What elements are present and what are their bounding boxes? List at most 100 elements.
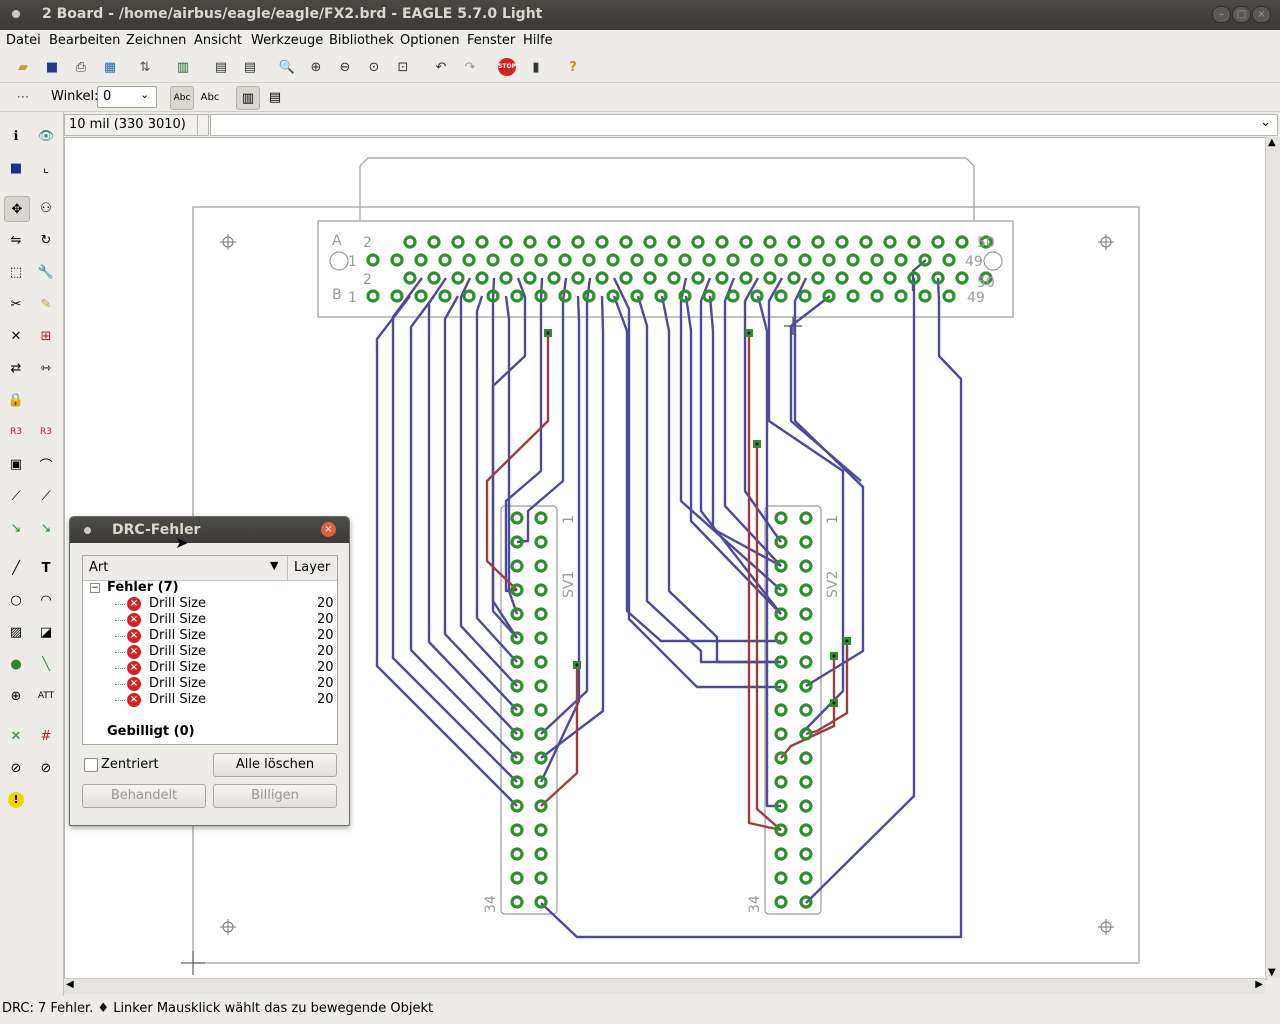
cam-processor-icon[interactable]: ▦ [103, 59, 117, 75]
scroll-up-icon[interactable]: ▲ [1268, 137, 1276, 148]
menu-ansicht[interactable]: Ansicht [194, 33, 243, 48]
display-layers-icon[interactable]: ■ [9, 160, 23, 176]
scroll-left-icon[interactable]: ◀ [66, 979, 74, 990]
text-mirror-icon[interactable]: Abc [200, 91, 220, 103]
optimize-icon[interactable]: ⟋ [41, 488, 51, 504]
scroll-down-icon[interactable]: ▼ [1268, 967, 1276, 978]
chevron-down-icon[interactable]: ⌄ [1260, 115, 1271, 130]
menu-datei[interactable]: Datei [6, 33, 41, 48]
menu-fenster[interactable]: Fenster [467, 33, 516, 48]
name-icon[interactable]: R3 [10, 427, 22, 437]
ripup-icon[interactable]: ↘ [40, 520, 52, 536]
dialog-menu-icon[interactable] [84, 527, 91, 534]
cut-icon[interactable]: ✎ [40, 296, 52, 312]
command-line-input[interactable]: ⌄ [210, 114, 1278, 136]
circle-icon[interactable]: ○ [10, 592, 22, 608]
group-errors[interactable]: Fehler (7) [107, 580, 179, 595]
error-list[interactable]: Art ▼ Layer − Fehler (7) Gebilligt (0) ×… [82, 555, 338, 745]
split-icon[interactable]: ⟋ [11, 488, 21, 504]
error-row-label[interactable]: Drill Size [149, 612, 207, 627]
lock-icon[interactable]: 🔒 [7, 392, 25, 408]
delete-icon[interactable]: ✕ [10, 328, 22, 344]
minimize-button[interactable]: – [1212, 6, 1231, 23]
chevron-down-icon[interactable]: ▼ [270, 559, 279, 572]
route-icon[interactable]: ↘ [10, 520, 22, 536]
save-icon[interactable]: ■ [45, 59, 59, 75]
zoom-select-icon[interactable]: ⊡ [397, 59, 409, 75]
arc-icon[interactable]: ◠ [40, 592, 52, 608]
help-icon[interactable]: ? [569, 59, 577, 75]
mark-icon[interactable]: ⌞ [42, 160, 50, 176]
zoom-redraw-icon[interactable]: ⊙ [368, 59, 380, 75]
column-layer[interactable]: Layer [294, 560, 331, 575]
vertical-scrollbar[interactable]: ▲ ▼ [1265, 137, 1280, 978]
zoom-in-icon[interactable]: ⊕ [310, 59, 322, 75]
rotate-icon[interactable]: ↻ [40, 232, 52, 248]
error-row-layer[interactable]: 20 [317, 612, 334, 627]
rect-icon[interactable]: ▨ [9, 624, 23, 640]
command-button[interactable] [197, 114, 209, 136]
menu-bibliothek[interactable]: Bibliothek [329, 33, 394, 48]
error-row-label[interactable]: Drill Size [149, 628, 207, 643]
close-icon[interactable]: × [321, 522, 336, 537]
show-icon[interactable]: 👁 [37, 128, 55, 144]
menu-zeichnen[interactable]: Zeichnen [126, 33, 187, 48]
attribute-icon[interactable]: ATT [37, 691, 55, 701]
error-row-layer[interactable]: 20 [317, 596, 334, 611]
error-row-label[interactable]: Drill Size [149, 596, 207, 611]
text-icon[interactable]: T [41, 560, 51, 576]
pinswap-icon[interactable]: ⇿ [40, 360, 52, 376]
error-row-layer[interactable]: 20 [317, 644, 334, 659]
error-row-layer[interactable]: 20 [317, 660, 334, 675]
replace-icon[interactable]: ⇄ [10, 360, 22, 376]
undo-icon[interactable]: ↶ [435, 59, 447, 75]
open-icon[interactable]: ▰ [18, 59, 28, 75]
value-icon[interactable]: R3 [40, 427, 52, 437]
hole-icon[interactable]: ⊕ [10, 688, 22, 704]
approve-button[interactable]: Billigen [213, 784, 337, 808]
ulp-icon[interactable]: ▤ [243, 59, 257, 75]
drc-dialog-titlebar[interactable]: DRC-Fehler × [70, 517, 349, 543]
column-type[interactable]: Art [89, 560, 109, 575]
signal-icon[interactable]: ╲ [42, 656, 50, 672]
mirror-icon[interactable]: ⇋ [10, 232, 22, 248]
menu-werkzeuge[interactable]: Werkzeuge [251, 33, 324, 48]
error-row-label[interactable]: Drill Size [149, 660, 207, 675]
error-row-label[interactable]: Drill Size [149, 676, 207, 691]
horizontal-scrollbar[interactable]: ◀ ▶ [64, 978, 1265, 994]
library-icon[interactable]: ▥ [176, 59, 190, 75]
redo-icon[interactable]: ↷ [464, 59, 476, 75]
miter-icon[interactable]: ⌒ [39, 458, 53, 474]
maximize-button[interactable]: □ [1232, 6, 1251, 23]
angle-select[interactable]: 0 ⌄ [97, 86, 157, 108]
stop-icon[interactable]: STOP [496, 56, 518, 78]
processed-button[interactable]: Behandelt [82, 784, 206, 808]
print-icon[interactable]: ⎙ [75, 59, 87, 75]
drc-icon[interactable]: ⊘ [40, 760, 52, 776]
erc-icon[interactable]: ⊘ [10, 760, 22, 776]
menu-bearbeiten[interactable]: Bearbeiten [49, 33, 121, 48]
collapse-icon[interactable]: − [90, 583, 100, 593]
script-icon[interactable]: ▤ [214, 59, 228, 75]
grid-icon[interactable]: ⋯ [16, 89, 30, 105]
smash-icon[interactable]: ▣ [9, 456, 23, 472]
paste-icon[interactable]: ✂ [10, 296, 22, 312]
menu-hilfe[interactable]: Hilfe [523, 33, 553, 48]
error-row-label[interactable]: Drill Size [149, 692, 207, 707]
add-icon[interactable]: ⊞ [40, 328, 52, 344]
text-upright-icon[interactable]: Abc [170, 86, 194, 110]
zoom-fit-icon[interactable]: 🔍 [278, 59, 296, 75]
move-icon[interactable]: ✥ [4, 196, 30, 222]
info-icon[interactable]: ℹ [13, 128, 19, 144]
errors-icon[interactable]: ! [4, 788, 28, 812]
polygon-icon[interactable]: ◪ [39, 624, 53, 640]
go-icon[interactable]: ▮ [532, 59, 540, 75]
scroll-right-icon[interactable]: ▶ [1255, 979, 1263, 990]
menu-optionen[interactable]: Optionen [400, 33, 460, 48]
error-row-layer[interactable]: 20 [317, 628, 334, 643]
close-window-button[interactable]: × [1252, 6, 1271, 23]
clear-all-button[interactable]: Alle löschen [213, 753, 337, 777]
centered-checkbox[interactable] [84, 758, 98, 772]
layout-right-icon[interactable]: ▤ [268, 89, 282, 105]
ratsnest-icon[interactable]: ✕ [10, 728, 22, 744]
